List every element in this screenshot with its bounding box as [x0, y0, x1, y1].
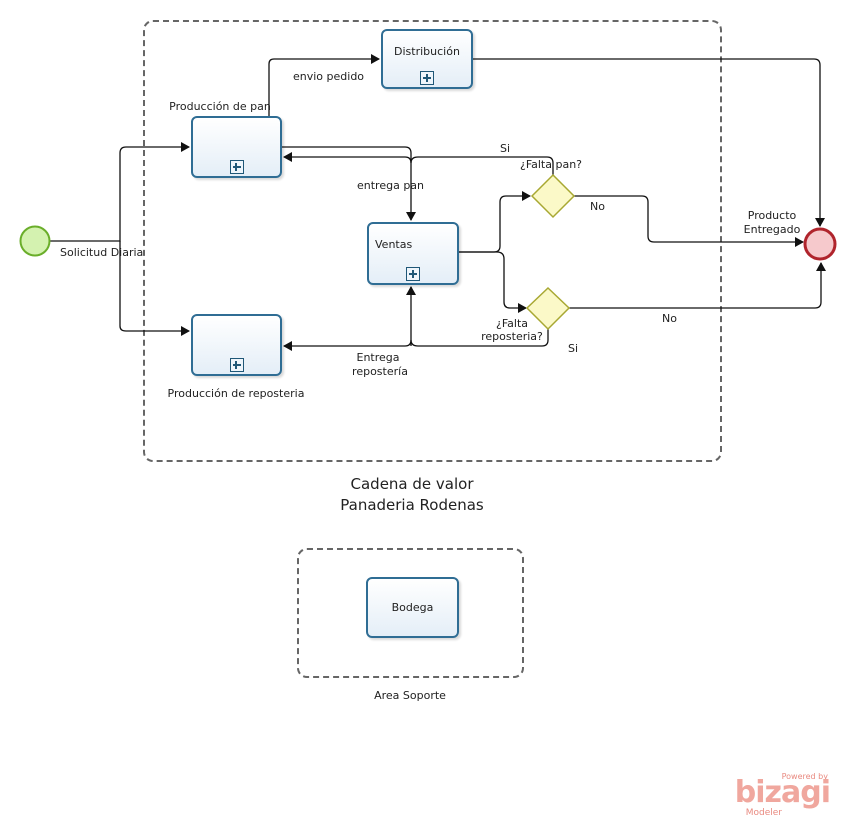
powered-by-text: Powered by — [781, 772, 828, 781]
flow-ventas-to-falta-pan[interactable] — [459, 191, 531, 253]
flow-label-si-pan: Si — [500, 142, 511, 155]
flow-ventas-to-falta-reposteria[interactable] — [459, 251, 527, 313]
end-event-label-line2: Entregado — [743, 223, 801, 236]
subprocess-plus-icon[interactable] — [229, 358, 244, 372]
value-chain-caption-line2: Panaderia Rodenas — [340, 496, 484, 514]
gateway-falta-reposteria[interactable] — [525, 286, 571, 331]
gateway-falta-reposteria-label-line2: reposteria? — [481, 330, 543, 343]
flow-label-no-pan: No — [590, 200, 605, 213]
start-event[interactable] — [19, 225, 51, 257]
task-label: Ventas — [375, 238, 413, 251]
gateway-falta-pan-label: ¿Falta pan? — [519, 158, 583, 171]
flow-distribucion-to-end[interactable] — [473, 58, 825, 227]
subprocess-plus-icon[interactable] — [229, 160, 244, 174]
value-chain-caption-line1: Cadena de valor — [350, 475, 474, 493]
task-produccion-reposteria[interactable] — [191, 314, 282, 376]
flow-falta-pan-si[interactable] — [283, 152, 554, 175]
start-event-label: Solicitud Diaria — [60, 246, 144, 259]
flow-label-entrega-pan: entrega pan — [357, 179, 425, 192]
bizagi-logo: bizagi — [734, 775, 831, 810]
task-label: Distribución — [394, 45, 460, 58]
flow-falta-reposteria-si[interactable] — [283, 329, 549, 351]
task-ventas[interactable]: Ventas — [367, 222, 459, 285]
flow-start-to-produccion-reposteria[interactable] — [119, 241, 190, 336]
subprocess-plus-icon[interactable] — [420, 71, 434, 85]
flow-falta-reposteria-no[interactable] — [569, 262, 826, 309]
task-distribucion[interactable]: Distribución — [381, 29, 473, 89]
end-event[interactable] — [803, 227, 837, 261]
flow-label-envio-pedido: envio pedido — [293, 70, 365, 83]
support-area-caption: Area Soporte — [374, 689, 446, 702]
flow-start-to-produccion-pan[interactable] — [50, 142, 190, 242]
modeler-text: Modeler — [745, 808, 782, 818]
flow-label-si-reposteria: Si — [568, 342, 579, 355]
flow-label-entrega-reposteria-line2: repostería — [352, 365, 408, 378]
produccion-reposteria-label: Producción de reposteria — [167, 387, 305, 400]
task-label: Bodega — [391, 601, 434, 614]
flow-label-entrega-reposteria-line1: Entrega — [356, 351, 400, 364]
flow-falta-pan-no[interactable] — [574, 195, 804, 247]
subprocess-plus-icon[interactable] — [406, 267, 420, 281]
gateway-falta-pan[interactable] — [530, 173, 576, 219]
task-bodega[interactable]: Bodega — [366, 577, 459, 638]
flow-envio-pedido[interactable] — [268, 54, 380, 116]
end-event-label-line1: Producto — [747, 209, 797, 222]
value-chain-group[interactable] — [143, 20, 722, 462]
gateway-falta-reposteria-label-line1: ¿Falta — [495, 317, 529, 330]
flow-entrega-pan[interactable] — [282, 146, 416, 221]
support-area-group[interactable] — [297, 548, 524, 678]
produccion-pan-label: Producción de pan — [169, 100, 271, 113]
flow-label-no-reposteria: No — [662, 312, 677, 325]
task-produccion-pan[interactable] — [191, 116, 282, 178]
